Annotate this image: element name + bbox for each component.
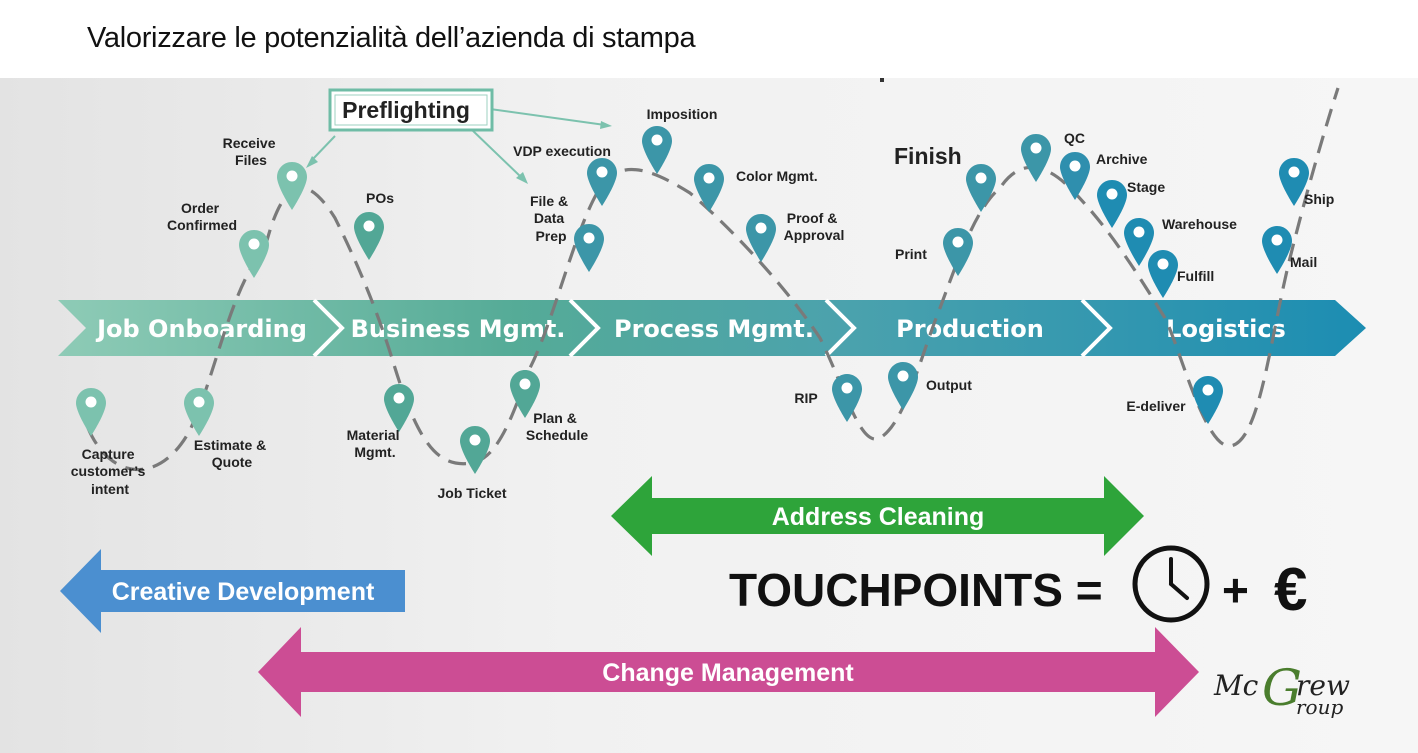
pin-output-icon bbox=[888, 362, 918, 410]
separator bbox=[824, 298, 857, 358]
pointer-line bbox=[311, 135, 336, 161]
label-stage: Stage bbox=[1127, 179, 1165, 195]
change-management-arrow: Change Management bbox=[258, 627, 1199, 717]
label-proof-approval: Proof & Approval bbox=[784, 210, 845, 243]
diagram-canvas: Job Onboarding Business Mgmt. Process Mg… bbox=[0, 78, 1418, 753]
pin-e-deliver-icon bbox=[1193, 376, 1223, 424]
label-archive: Archive bbox=[1096, 151, 1148, 167]
logo-text-g: G bbox=[1262, 659, 1302, 717]
label-print: Print bbox=[895, 246, 927, 262]
creative-development-shape bbox=[60, 549, 405, 633]
mcgrew-group-logo: Mc G rew roup bbox=[1213, 659, 1350, 719]
change-management-label: Change Management bbox=[602, 659, 854, 687]
pin-proof-approval-icon bbox=[746, 214, 776, 262]
pin-job-ticket-icon bbox=[460, 426, 490, 474]
pin-fulfill-icon bbox=[1148, 250, 1178, 298]
label-fulfill: Fulfill bbox=[1177, 268, 1214, 284]
creative-development-arrow: Creative Development bbox=[60, 549, 405, 633]
pin-finish-icon bbox=[966, 164, 996, 212]
pointer-line bbox=[489, 108, 606, 126]
stage-band-bg bbox=[58, 300, 1366, 356]
stage-production: Production bbox=[896, 315, 1044, 343]
label-receive-files: Receive Files bbox=[223, 135, 280, 168]
label-estimate-quote: Estimate & Quote bbox=[194, 437, 270, 470]
pin-qc-icon bbox=[1021, 134, 1051, 182]
pin-stage-icon bbox=[1097, 180, 1127, 228]
label-job-ticket: Job Ticket bbox=[438, 485, 507, 501]
pin-capture-intent-icon bbox=[76, 388, 106, 436]
label-file-data-prep: File & Data Prep bbox=[530, 193, 572, 244]
logo-text-roup: roup bbox=[1296, 695, 1343, 719]
touchpoints-label: TOUCHPOINTS = bbox=[729, 564, 1103, 616]
pointer-line bbox=[469, 127, 523, 179]
preflighting-inner-border bbox=[334, 94, 488, 126]
preflighting-callout: Preflighting bbox=[306, 88, 612, 184]
finish-label: Finish bbox=[894, 143, 962, 169]
address-cleaning-shape bbox=[611, 476, 1144, 556]
pointer-head bbox=[600, 121, 612, 129]
pin-mail-icon bbox=[1262, 226, 1292, 274]
label-e-deliver: E-deliver bbox=[1126, 398, 1186, 414]
label-qc: QC bbox=[1064, 130, 1085, 146]
preflighting-label: Preflighting bbox=[342, 97, 470, 123]
separator bbox=[568, 298, 601, 358]
pin-labels: Receive Files Order Confirmed POs VDP ex… bbox=[71, 106, 1335, 501]
separator bbox=[312, 298, 345, 358]
plus-sign: + bbox=[1222, 564, 1249, 616]
label-imposition: Imposition bbox=[647, 106, 718, 122]
address-cleaning-arrow: Address Cleaning bbox=[611, 476, 1144, 556]
pin-color-mgmt-icon bbox=[694, 164, 724, 212]
label-mail: Mail bbox=[1290, 254, 1317, 270]
pin-imposition-icon bbox=[642, 126, 672, 174]
label-vdp-execution: VDP execution bbox=[513, 143, 611, 159]
label-material-mgmt: Material Mgmt. bbox=[347, 427, 404, 460]
label-rip: RIP bbox=[794, 390, 817, 406]
label-pos: POs bbox=[366, 190, 394, 206]
pointer-head bbox=[516, 172, 528, 184]
stage-process-mgmt: Process Mgmt. bbox=[614, 315, 814, 343]
stage-band: Job Onboarding Business Mgmt. Process Mg… bbox=[58, 298, 1366, 358]
stage-job-onboarding: Job Onboarding bbox=[95, 315, 307, 343]
label-warehouse: Warehouse bbox=[1162, 216, 1237, 232]
creative-development-label: Creative Development bbox=[112, 578, 375, 606]
pin-pos-icon bbox=[354, 212, 384, 260]
stage-business-mgmt: Business Mgmt. bbox=[351, 315, 566, 343]
pin-estimate-quote-icon bbox=[184, 388, 214, 436]
change-management-shape bbox=[258, 627, 1199, 717]
workflow-wave bbox=[86, 87, 1340, 472]
address-cleaning-label: Address Cleaning bbox=[772, 503, 985, 531]
page-title: Valorizzare le potenzialità dell’azienda… bbox=[87, 22, 696, 54]
clock-icon bbox=[1132, 545, 1210, 623]
pin-material-mgmt-icon bbox=[384, 384, 414, 432]
pin-vdp-execution-icon bbox=[587, 158, 617, 206]
workflow-diagram: Job Onboarding Business Mgmt. Process Mg… bbox=[58, 78, 1366, 719]
label-color-mgmt: Color Mgmt. bbox=[736, 168, 818, 184]
logo-text-rew: rew bbox=[1296, 669, 1350, 702]
pin-archive-icon bbox=[1060, 152, 1090, 200]
logo-text-mc: Mc bbox=[1213, 669, 1259, 702]
label-capture-intent: Capture customer’s intent bbox=[71, 446, 150, 497]
pin-order-confirmed-icon bbox=[239, 230, 269, 278]
pin-file-data-prep-icon bbox=[574, 224, 604, 272]
stage-separators bbox=[312, 298, 1113, 358]
label-ship: Ship bbox=[1304, 191, 1334, 207]
euro-icon: € bbox=[1274, 556, 1307, 623]
separator bbox=[1080, 298, 1113, 358]
pin-rip-icon bbox=[832, 374, 862, 422]
pin-receive-files-icon bbox=[277, 162, 307, 210]
pin-print-icon bbox=[943, 228, 973, 276]
pointer-head bbox=[306, 156, 318, 168]
tick-mark bbox=[880, 78, 884, 82]
stage-logistics: Logistics bbox=[1166, 315, 1286, 343]
preflighting-box bbox=[328, 88, 494, 132]
label-output: Output bbox=[926, 377, 972, 393]
touchpoints-equation: TOUCHPOINTS = + € bbox=[729, 545, 1307, 623]
label-order-confirmed: Order Confirmed bbox=[167, 200, 237, 233]
label-plan-schedule: Plan & Schedule bbox=[526, 410, 588, 443]
